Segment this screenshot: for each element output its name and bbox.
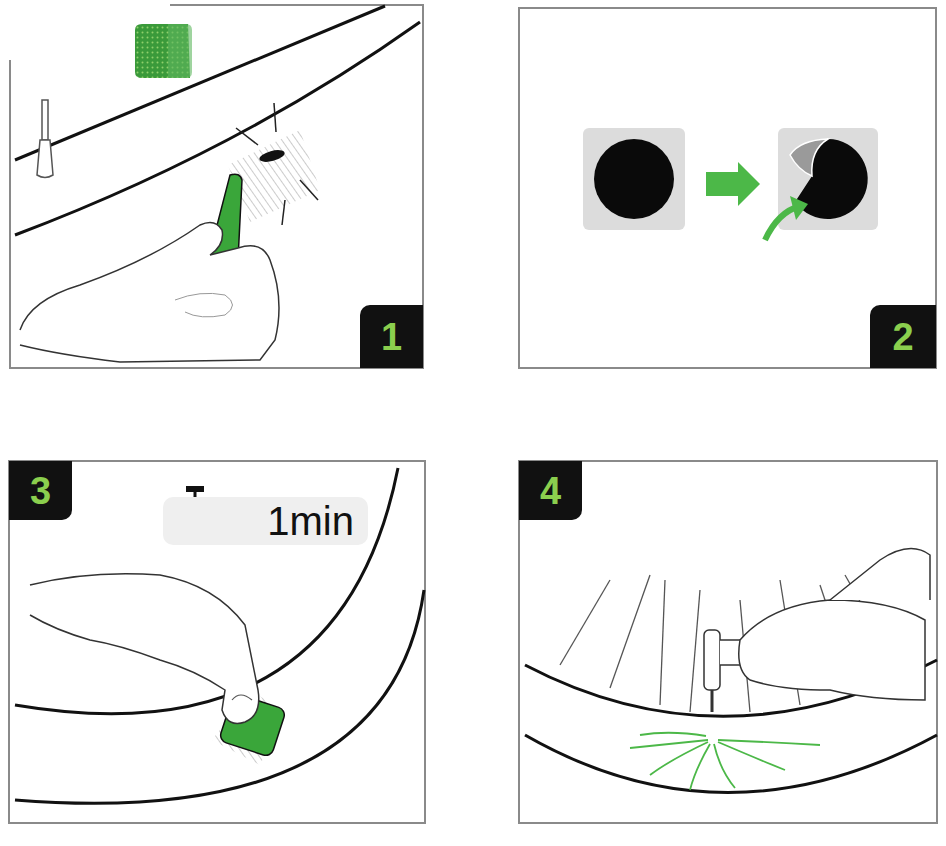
step-number: 2	[870, 305, 936, 368]
pump-inflate	[525, 549, 937, 793]
step-number: 1	[381, 318, 402, 356]
step-number: 2	[892, 318, 913, 356]
tube-roughening	[15, 6, 420, 362]
duration-text: 1min	[267, 501, 354, 541]
step-number: 1	[360, 305, 423, 368]
patch-peel	[583, 128, 878, 240]
valve	[37, 100, 53, 178]
step-number: 3	[30, 472, 51, 510]
step-number: 4	[519, 461, 582, 520]
step-number: 3	[9, 461, 72, 520]
panel-frames	[9, 5, 937, 823]
step-number: 4	[540, 472, 561, 510]
patch-press	[15, 468, 424, 803]
time-label: 1min	[163, 497, 368, 545]
